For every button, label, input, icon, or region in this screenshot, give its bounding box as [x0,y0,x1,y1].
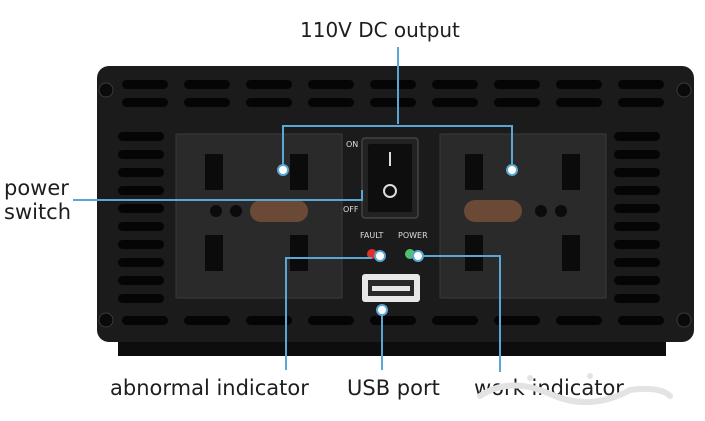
socket-right-pin [562,154,580,190]
vent-slot [614,132,660,141]
switch-off-text: OFF [343,205,359,214]
vent-slot [614,222,660,231]
vent-slot [370,316,416,325]
abnormal-indicator-label: abnormal indicator [110,376,309,400]
leader-work [410,255,501,372]
vent-slot [614,258,660,267]
vent-slot [184,80,230,89]
dc-output-label: 110V DC output [300,18,460,42]
socket-left-pin [290,154,308,190]
power-switch-label-line1: power [4,176,69,200]
vent-slot [556,316,602,325]
leader-dot [376,304,388,316]
screw-icon [676,82,692,98]
vent-slot [308,80,354,89]
socket-right-face [439,133,607,299]
vent-slot [118,150,164,159]
vent-slot [184,98,230,107]
screw-icon [98,82,114,98]
screw-icon [98,312,114,328]
vent-slot [246,316,292,325]
vent-slot [118,276,164,285]
vent-slot [614,204,660,213]
vent-slot [556,98,602,107]
vent-slot [432,80,478,89]
socket-right-hole [555,205,567,217]
socket-left-pin [205,235,223,271]
universal-socket-icon [439,133,607,299]
vent-slot [118,294,164,303]
vent-slot [432,98,478,107]
leader-abnormal [285,257,372,370]
watermark-logo [477,373,673,405]
vent-slot [432,316,478,325]
socket-right-pin [562,235,580,271]
leader-dc-branch [282,125,513,166]
vent-slot [494,316,540,325]
vent-slot [614,294,660,303]
switch-on-text: ON [346,140,358,149]
vent-slot [118,222,164,231]
leader-lines [73,47,513,372]
socket-left-hole [230,205,242,217]
vent-slot [308,98,354,107]
switch-off-mark [383,184,397,198]
vent-slot [118,186,164,195]
usb-port-icon[interactable] [362,274,420,302]
usb-port-label: USB port [347,376,440,400]
screw-icon [676,312,692,328]
universal-socket-icon [175,133,343,299]
socket-right-round-holes [464,200,522,222]
socket-left-round-holes [250,200,308,222]
vent-slot [494,98,540,107]
power-switch-label-line2: switch [4,200,72,224]
socket-left-pin [205,154,223,190]
vent-slot [556,80,602,89]
vent-slot [614,276,660,285]
switch-rocker[interactable] [368,144,412,212]
vent-slot [370,98,416,107]
usb-port-tongue [372,286,410,291]
vent-slot [614,150,660,159]
vent-slot [118,132,164,141]
vent-slot [122,98,168,107]
leader-dot [277,164,289,176]
vent-slot [118,204,164,213]
rocker-switch-icon[interactable] [361,137,419,219]
vent-slot [618,98,664,107]
vent-slot [118,258,164,267]
leader-dot [506,164,518,176]
vent-slot [184,316,230,325]
vent-slot [118,240,164,249]
socket-left-hole [210,205,222,217]
leader-power-switch [73,190,363,201]
socket-left-pin [290,235,308,271]
socket-right-pin [465,154,483,190]
vent-slot [614,168,660,177]
leader-dot [374,250,386,262]
leader-endpoints [277,164,518,316]
vent-slot [308,316,354,325]
vent-slot [122,316,168,325]
vent-slot [618,316,664,325]
vent-slot [370,80,416,89]
power-text: POWER [398,231,428,240]
vent-slot [614,240,660,249]
vent-slot [246,80,292,89]
vent-slot [494,80,540,89]
vent-slot [122,80,168,89]
socket-right-pin [465,235,483,271]
socket-right-hole [535,205,547,217]
vent-slot [614,186,660,195]
vent-slot [246,98,292,107]
fault-text: FAULT [360,231,384,240]
leader-dot [412,250,424,262]
vent-slot [618,80,664,89]
vent-slot [118,168,164,177]
